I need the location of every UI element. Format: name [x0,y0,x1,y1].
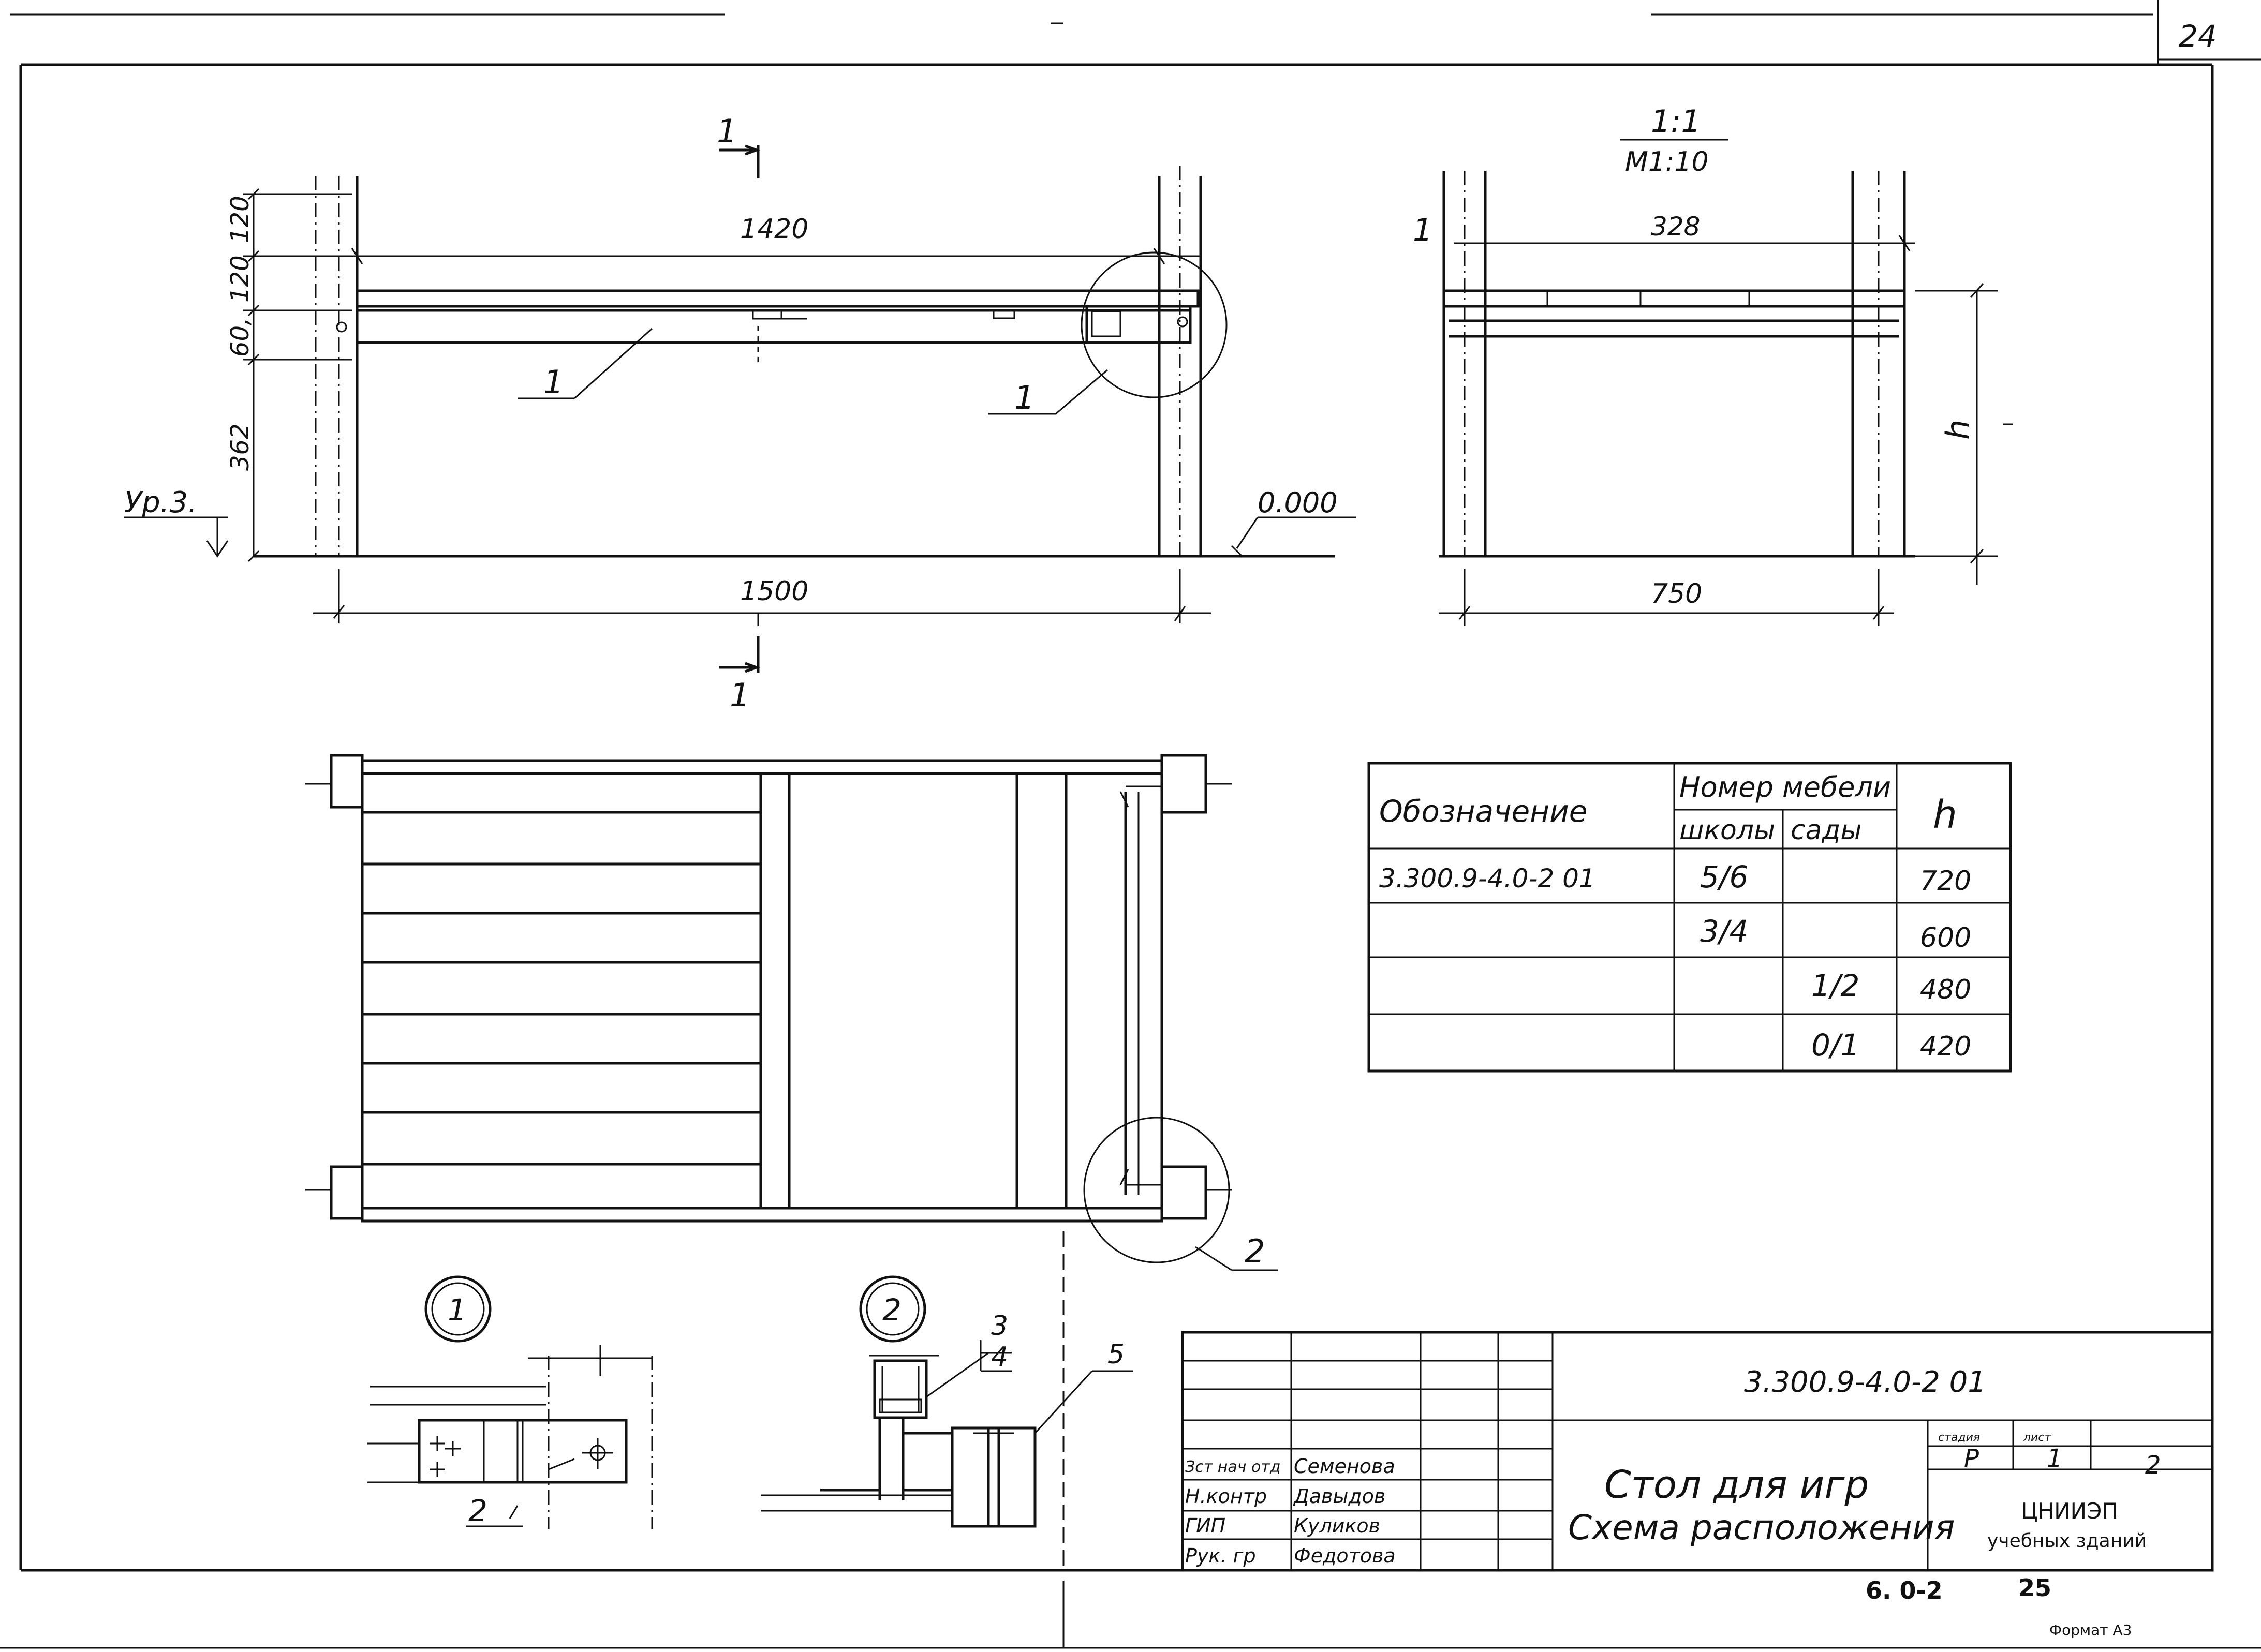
detail-2-part-bottom: 4 [991,1342,1008,1373]
dimension-side-362: 362 [226,423,255,471]
section-mark-bottom: 1 [730,676,750,714]
title-line-2: Схема расположения [1568,1508,1955,1547]
sheet-value: 1 [2047,1444,2063,1473]
table-header-garden: сады [1791,815,1861,846]
section-scale: M1:10 [1625,146,1709,177]
detail-2-part-top: 3 [991,1311,1008,1342]
signature-role: Рук. гр [1185,1544,1256,1567]
table-header-school: школы [1679,815,1775,846]
table-cell-h: 480 [1920,974,1971,1005]
signature-role: Н.контр [1185,1485,1267,1508]
dimension-750: 750 [1651,578,1702,609]
zero-level-label: 0.000 [1258,486,1338,519]
signature-role: Зст нач отд [1185,1458,1281,1476]
table-cell-h: 600 [1920,922,1971,954]
sheet-header: лист [2023,1431,2051,1444]
dimension-side-top: 120 [226,196,255,243]
signature-role: ГИП [1185,1514,1225,1537]
stage-header: стадия [1938,1431,1980,1444]
detail-2-number: 2 [882,1292,902,1328]
level-label: Ур.3. [124,486,197,519]
part-callout-1: 1 [543,363,564,401]
spec-table [1367,762,2012,1073]
table-cell-h: 420 [1920,1031,1971,1062]
detail-callout-2: 2 [1245,1232,1265,1270]
signature-name: Семенова [1294,1455,1395,1478]
detail-callout-1: 1 [1014,379,1035,416]
stage-value: Р [1964,1444,1979,1473]
section-title: 1:1 [1651,103,1701,140]
title-block [1181,1331,2214,1572]
table-header-h: h [1933,793,1957,837]
section-mark-side: 1 [1413,212,1432,248]
title-block-code: 3.300.9-4.0-2 01 [1744,1365,1986,1399]
detail-1-part: 2 [468,1493,487,1528]
dimension-1500: 1500 [740,576,808,607]
signature-name: Федотова [1294,1544,1396,1567]
plan-view [305,754,1278,1570]
section-mark-top: 1 [717,112,737,150]
table-cell-garden: 0/1 [1811,1028,1859,1063]
detail-2 [761,1275,1133,1528]
dimension-1420: 1420 [740,214,808,245]
organization-name: ЦНИИЭП [2021,1498,2118,1524]
sheets-total-value: 2 [2145,1451,2161,1480]
footer-number: 25 [2018,1574,2051,1602]
table-cell-garden: 1/2 [1811,968,1859,1003]
dimension-328: 328 [1651,212,1700,242]
detail-1-number: 1 [448,1292,467,1328]
sheet-number: 24 [2179,19,2217,54]
organization-subtitle: учебных зданий [1987,1530,2147,1552]
signature-name: Давыдов [1293,1485,1385,1508]
table-cell-designation: 3.300.9-4.0-2 01 [1379,864,1595,894]
dimension-h: h [1939,420,1977,440]
footer-code: 6. 0-2 [1866,1576,1943,1604]
elevation-view [124,144,1356,673]
table-cell-h: 720 [1920,866,1971,897]
title-line-1: Стол для игр [1604,1463,1869,1507]
dimension-side-60: 60, [226,318,255,357]
signature-name: Куликов [1294,1514,1380,1537]
table-cell-school: 5/6 [1700,859,1748,895]
table-cell-school: 3/4 [1700,914,1748,949]
table-header-furniture-number: Номер мебели [1679,771,1891,803]
footer-format: Формат А3 [2049,1621,2132,1639]
table-header-designation: Обозначение [1379,794,1587,829]
detail-2-part-side: 5 [1107,1339,1125,1370]
detail-1 [367,1275,653,1529]
dimension-side-mid: 120 [226,255,255,303]
side-section-view [1439,139,2013,626]
